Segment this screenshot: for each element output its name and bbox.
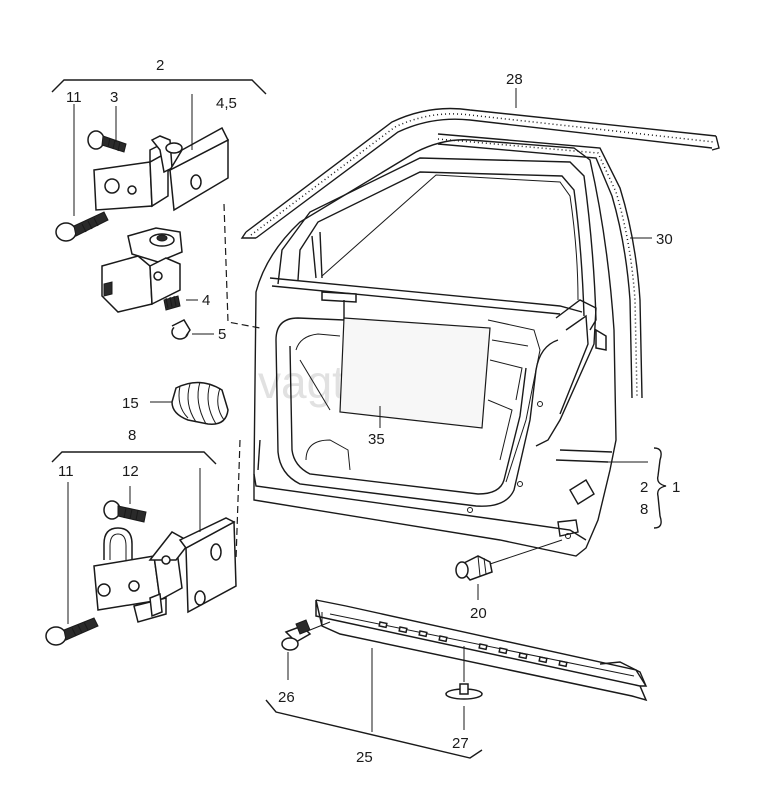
callout-4: 4 <box>202 292 210 309</box>
screw-3 <box>87 130 127 153</box>
callout-5: 5 <box>218 326 226 343</box>
callout-8-right: 8 <box>640 501 648 518</box>
pin-5 <box>171 319 191 340</box>
callout-28: 28 <box>506 71 523 88</box>
guide-line-upper <box>223 203 261 329</box>
guide-line-lower <box>235 439 241 561</box>
door-shell-1 <box>253 139 617 557</box>
bumper-15 <box>150 381 229 425</box>
group-brace-1 <box>653 447 667 529</box>
callout-15: 15 <box>122 395 139 412</box>
bolt-11-top <box>55 211 109 242</box>
callout-4-5: 4,5 <box>216 95 237 112</box>
callout-11-bottom: 11 <box>58 463 74 480</box>
sill-trim-slots <box>378 621 568 668</box>
callout-20: 20 <box>470 605 487 622</box>
callout-2-top: 2 <box>156 57 164 74</box>
callout-25: 25 <box>356 749 373 766</box>
upper-hinge-assembly <box>51 79 267 340</box>
callout-30: 30 <box>656 231 673 248</box>
callout-3: 3 <box>110 89 118 106</box>
callout-35: 35 <box>368 431 385 448</box>
callout-1: 1 <box>672 479 680 496</box>
callout-27: 27 <box>452 735 469 752</box>
trim-panel-35 <box>339 317 491 429</box>
plug-20 <box>455 539 563 600</box>
clip-26 <box>281 619 331 680</box>
bolt-11-bottom <box>45 617 99 646</box>
callout-11-top: 11 <box>66 89 82 106</box>
callout-8-group: 8 <box>128 427 136 444</box>
callout-2-right: 2 <box>640 479 648 496</box>
sill-trim-25 <box>265 599 648 759</box>
lower-hinge-assembly <box>45 451 237 646</box>
spring-4 <box>163 295 181 311</box>
rivet-27 <box>445 646 483 730</box>
door-seal-30 <box>437 133 643 399</box>
door-seal-28 <box>240 107 720 239</box>
callout-26: 26 <box>278 689 295 706</box>
screw-12 <box>103 500 147 523</box>
callout-12: 12 <box>122 463 139 480</box>
